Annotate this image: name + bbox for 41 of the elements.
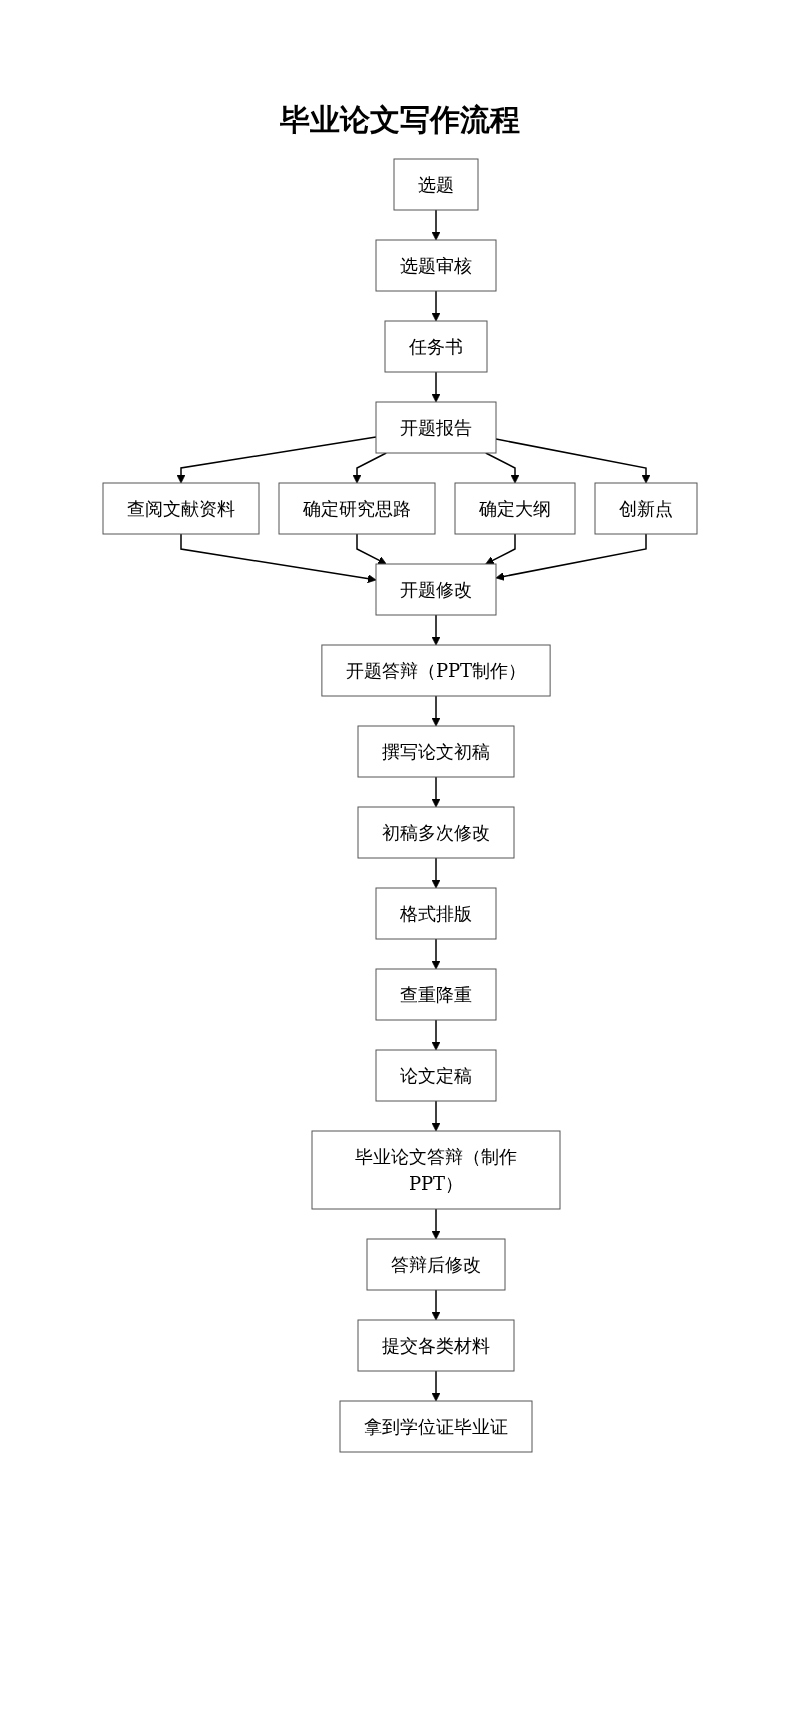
arrow xyxy=(495,438,651,484)
node-box: 开题答辩（PPT制作） xyxy=(321,644,551,697)
node-box: 拿到学位证毕业证 xyxy=(339,1400,533,1453)
node-box: 查阅文献资料 xyxy=(102,482,260,535)
arrow xyxy=(431,1208,441,1240)
arrow xyxy=(431,776,441,808)
node-box: 查重降重 xyxy=(375,968,497,1021)
arrow xyxy=(180,533,377,584)
node-box: 选题 xyxy=(393,158,479,211)
arrow xyxy=(431,290,441,322)
node-box: 任务书 xyxy=(384,320,488,373)
node-box: 答辩后修改 xyxy=(366,1238,506,1291)
arrow xyxy=(431,1370,441,1402)
node-box: 格式排版 xyxy=(375,887,497,940)
arrow xyxy=(431,1019,441,1051)
diagram-title: 毕业论文写作流程 xyxy=(279,101,521,139)
arrow xyxy=(485,533,516,565)
node-box: 开题修改 xyxy=(375,563,497,616)
node-box: 确定研究思路 xyxy=(278,482,436,535)
arrow xyxy=(495,533,647,581)
node-box: 开题报告 xyxy=(375,401,497,454)
arrow xyxy=(431,695,441,727)
node-box: 毕业论文答辩（制作PPT） xyxy=(311,1130,561,1210)
node-box: 提交各类材料 xyxy=(357,1319,515,1372)
node-box: 撰写论文初稿 xyxy=(357,725,515,778)
arrow xyxy=(352,452,387,484)
arrow xyxy=(431,1100,441,1132)
arrow xyxy=(176,436,377,484)
node-box: 确定大纲 xyxy=(454,482,576,535)
arrow xyxy=(431,209,441,241)
node-box: 选题审核 xyxy=(375,239,497,292)
arrow xyxy=(431,371,441,403)
node-box: 论文定稿 xyxy=(375,1049,497,1102)
node-box: 初稿多次修改 xyxy=(357,806,515,859)
arrow xyxy=(431,614,441,646)
arrow xyxy=(431,938,441,970)
arrow xyxy=(431,1289,441,1321)
arrow xyxy=(431,857,441,889)
arrow xyxy=(356,533,387,565)
node-box: 创新点 xyxy=(594,482,698,535)
arrow xyxy=(485,452,520,484)
